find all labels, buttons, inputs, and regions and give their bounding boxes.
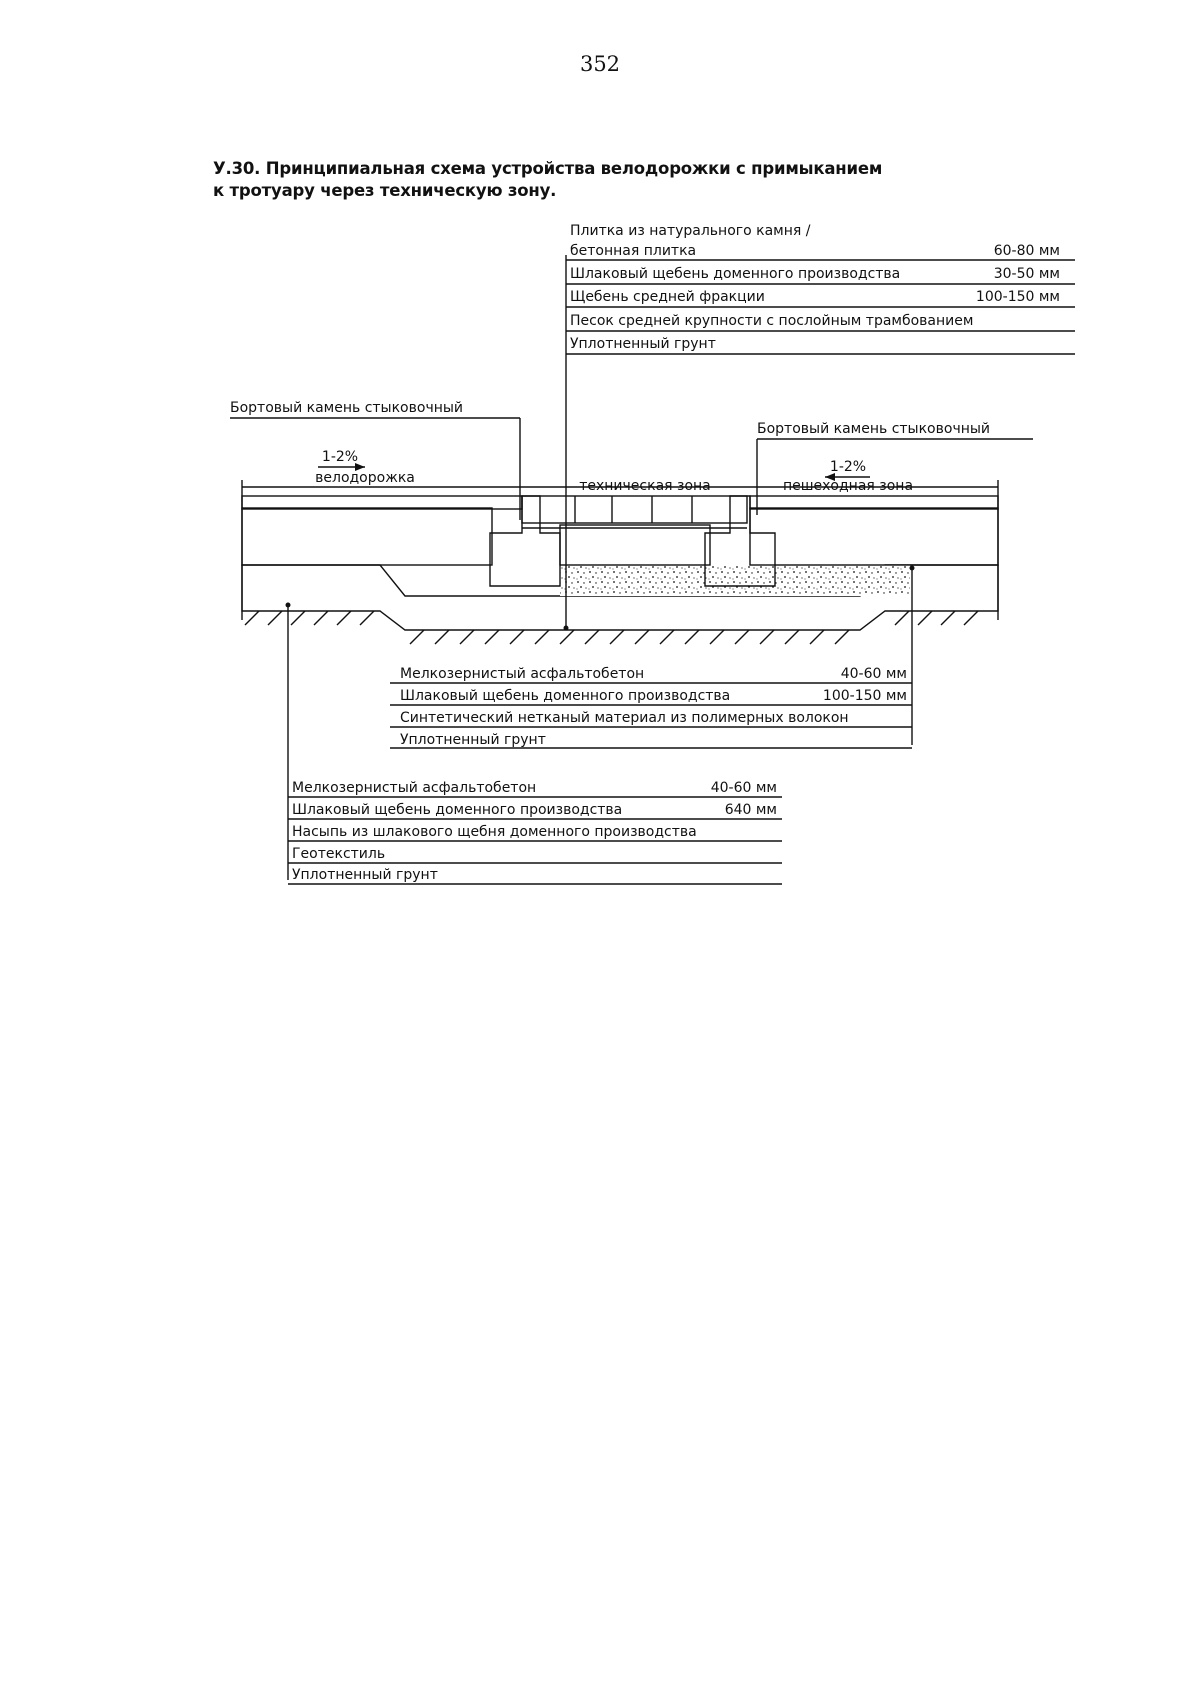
- left-curb-label: Бортовый камень стыковочный: [230, 400, 463, 416]
- figure-caption: У.30. Принципиальная схема устройства ве…: [213, 158, 933, 202]
- legend-bottom-value-0: 40-60 мм: [711, 780, 777, 796]
- legend-top-label-0: Плитка из натурального камня /: [570, 223, 811, 239]
- bike-slope-arrowhead: [355, 463, 365, 471]
- right-curb-stone: [704, 495, 776, 587]
- legend-top-value-3: 100-150 мм: [976, 289, 1060, 305]
- bike-slope-label: 1-2%: [322, 449, 358, 465]
- tech-zone-paving-tiles: [521, 495, 748, 524]
- tech-zone-gravel-layer: [559, 524, 711, 566]
- legend-top-label-3: Щебень средней фракции: [570, 289, 765, 305]
- bike-path-gravel-layer: [241, 507, 493, 566]
- legend-top: Плитка из натурального камня / бетонная …: [563, 223, 1075, 631]
- compacted-soil-hatching: [244, 610, 979, 645]
- legend-top-label-5: Уплотненный грунт: [570, 336, 716, 352]
- caption-line-1: У.30. Принципиальная схема устройства ве…: [213, 159, 883, 178]
- legend-middle-label-1: Шлаковый щебень доменного производства: [400, 688, 730, 704]
- legend-middle: Мелкозернистый асфальтобетон 40-60 мм Шл…: [390, 565, 915, 749]
- legend-bottom-value-1: 640 мм: [725, 802, 777, 818]
- page-number: 352: [579, 52, 621, 76]
- legend-top-leader-dot: [563, 625, 569, 631]
- legend-middle-value-1: 100-150 мм: [823, 688, 907, 704]
- legend-middle-leader-dot: [909, 565, 915, 571]
- legend-top-value-1: 60-80 мм: [994, 243, 1060, 259]
- walk-zone-label: пешеходная зона: [783, 478, 913, 494]
- walkway-gravel-layer: [749, 507, 999, 566]
- walk-slope-label: 1-2%: [830, 459, 866, 475]
- legend-bottom-label-1: Шлаковый щебень доменного производства: [292, 802, 622, 818]
- tech-zone-label: техническая зона: [579, 478, 711, 494]
- legend-top-label-2: Шлаковый щебень доменного производства: [570, 266, 900, 282]
- left-curb-stone: [489, 495, 561, 587]
- legend-bottom-label-0: Мелкозернистый асфальтобетон: [292, 780, 536, 796]
- bike-zone-label: велодорожка: [315, 470, 415, 486]
- legend-bottom-label-2: Насыпь из шлакового щебня доменного прои…: [292, 824, 697, 840]
- legend-middle-value-0: 40-60 мм: [841, 666, 907, 682]
- legend-bottom: Мелкозернистый асфальтобетон 40-60 мм Шл…: [285, 602, 782, 885]
- sand-under-tech-zone: [560, 565, 910, 596]
- legend-bottom-leader-dot: [285, 602, 291, 608]
- legend-middle-label-3: Уплотненный грунт: [400, 732, 546, 748]
- legend-top-label-4: Песок средней крупности с послойным трам…: [570, 313, 973, 329]
- legend-middle-label-2: Синтетический нетканый материал из полим…: [400, 710, 849, 726]
- legend-top-value-2: 30-50 мм: [994, 266, 1060, 282]
- caption-line-2: к тротуару через техническую зону.: [213, 181, 557, 200]
- walkway-asphalt: [749, 495, 999, 510]
- legend-middle-label-0: Мелкозернистый асфальтобетон: [400, 666, 644, 682]
- legend-bottom-label-4: Уплотненный грунт: [292, 867, 438, 883]
- walk-slope-arrowhead: [825, 473, 835, 481]
- sand-fill-layer: [241, 564, 999, 631]
- bike-path-asphalt: [241, 495, 523, 510]
- legend-top-label-1: бетонная плитка: [570, 243, 696, 259]
- right-curb-label: Бортовый камень стыковочный: [757, 421, 990, 437]
- legend-bottom-label-3: Геотекстиль: [292, 846, 385, 862]
